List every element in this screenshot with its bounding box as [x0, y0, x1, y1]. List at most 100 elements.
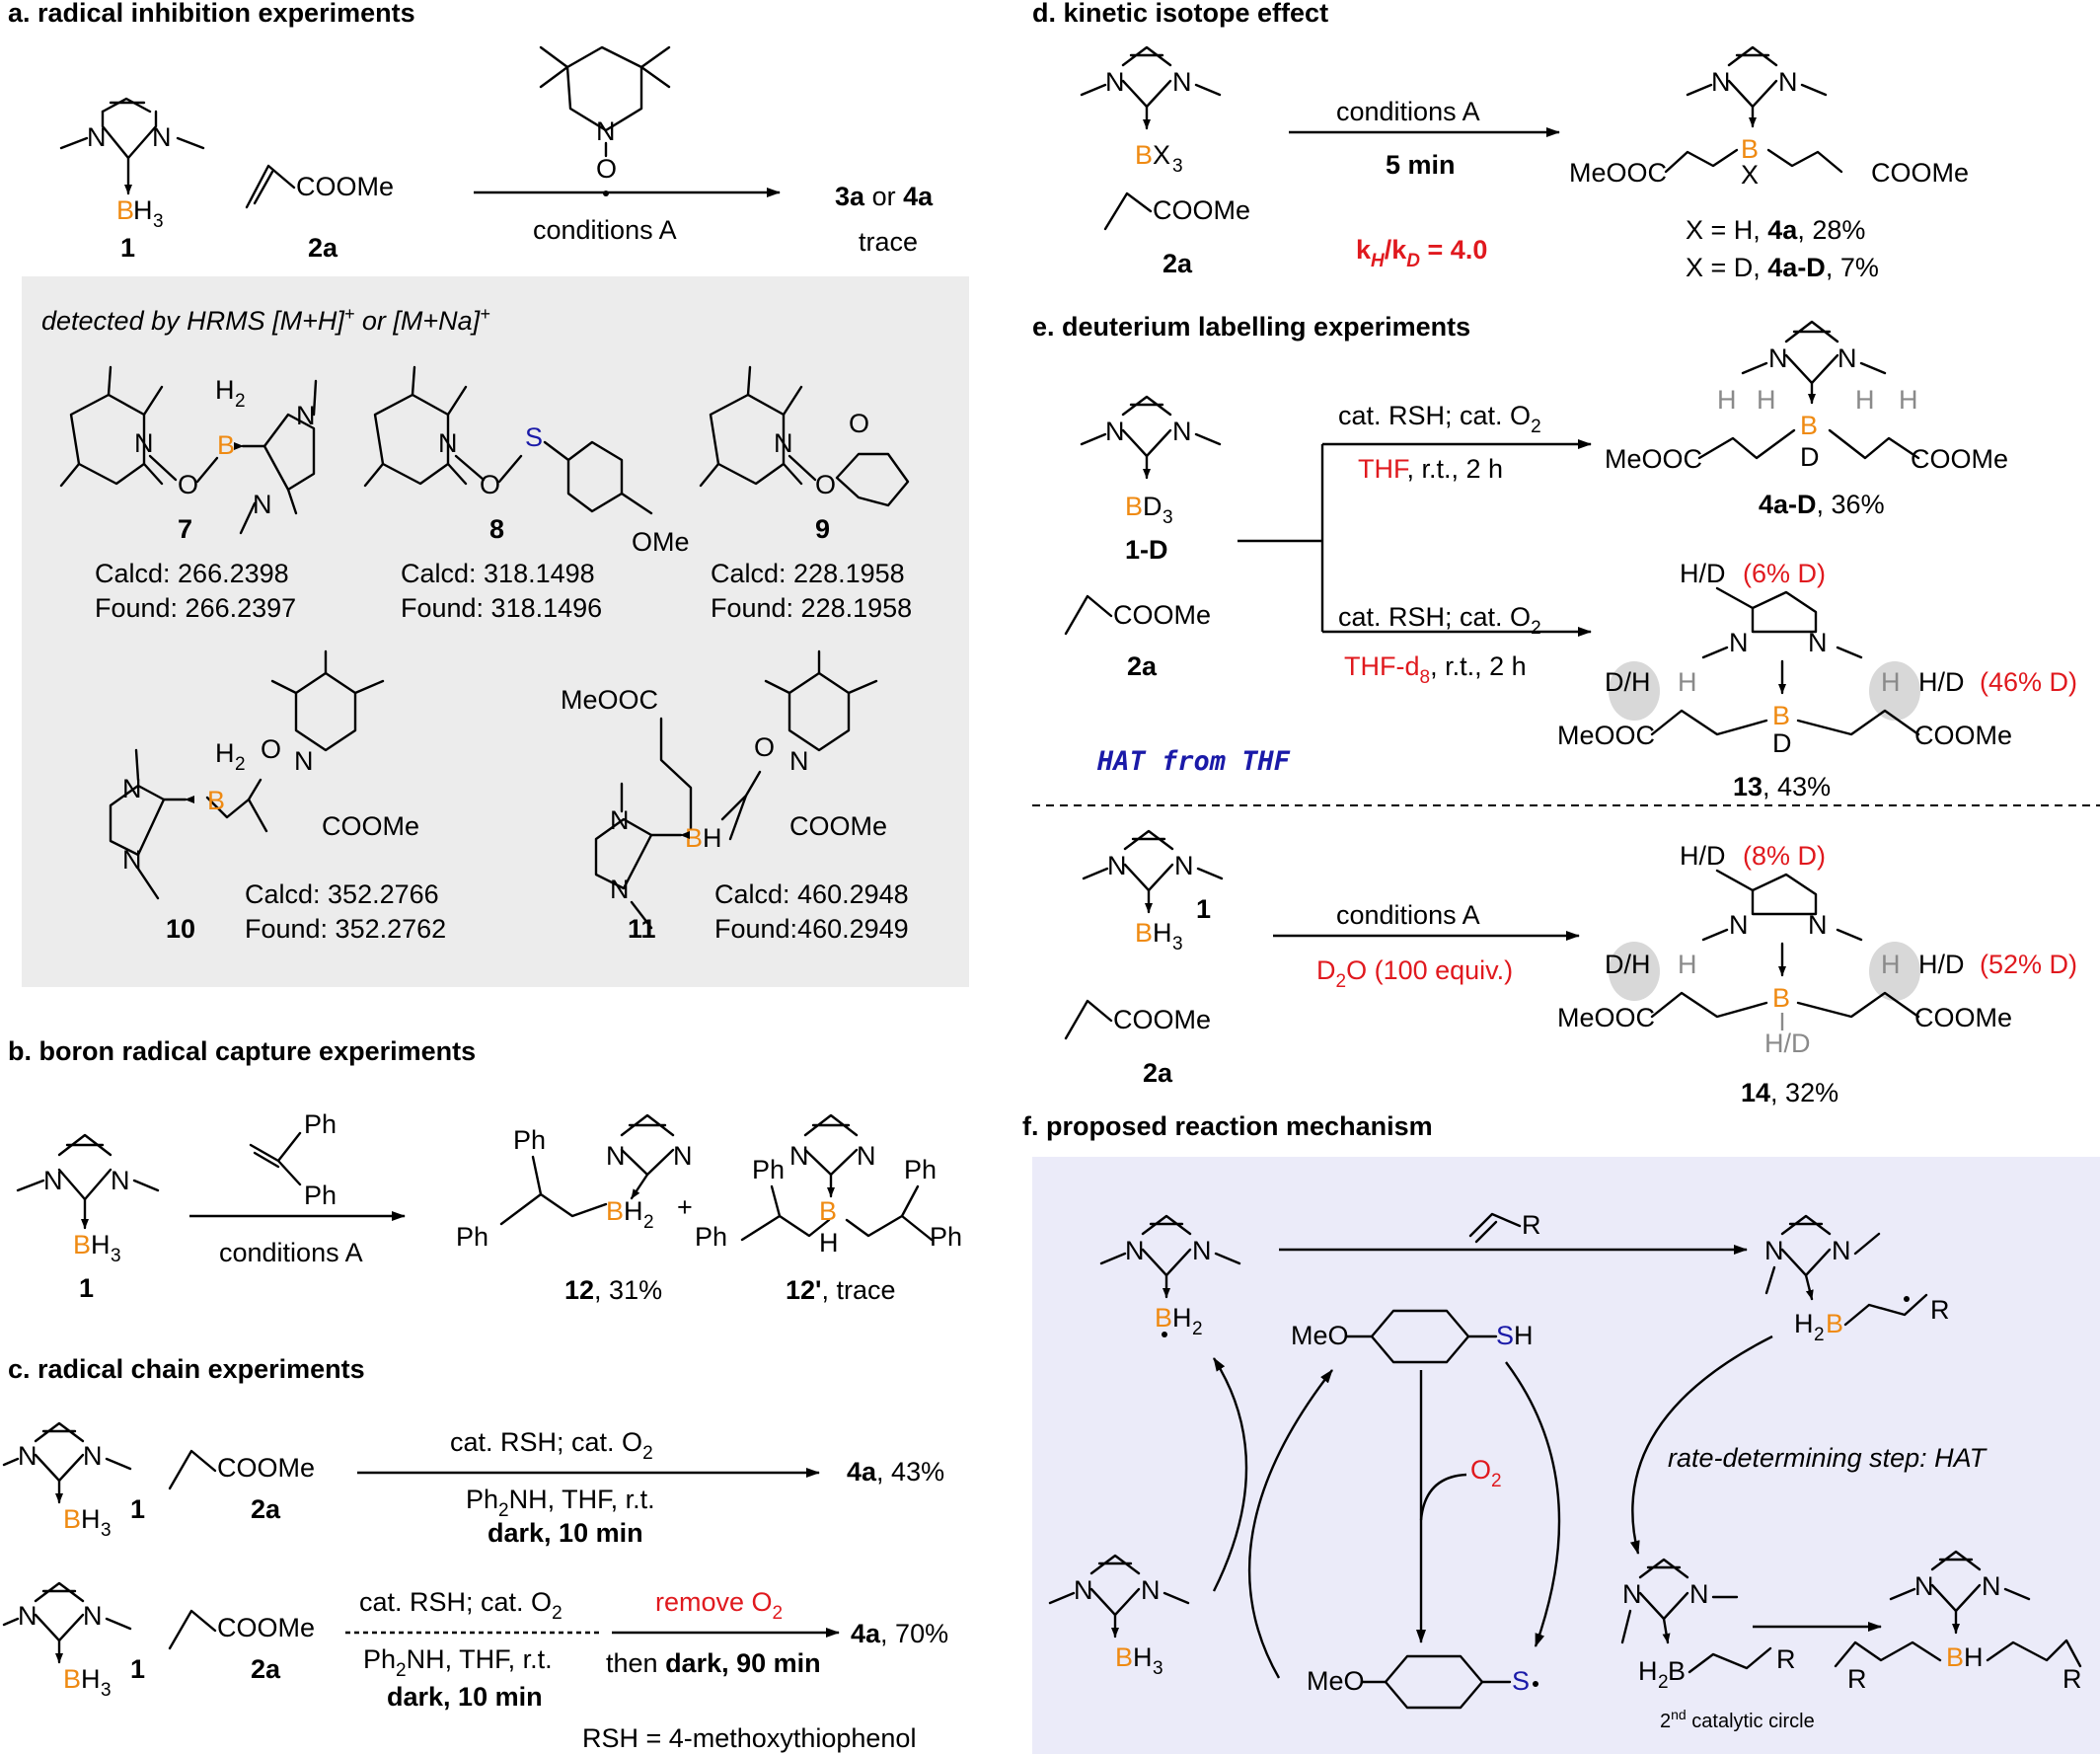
svg-text:1: 1 — [130, 1654, 145, 1684]
svg-text:S: S — [525, 422, 543, 452]
rsh-note: RSH = 4-methoxythiophenol — [582, 1723, 916, 1753]
svg-text:H: H — [1638, 1656, 1658, 1686]
svg-text:B: B — [606, 1196, 624, 1226]
svg-text:N: N — [1074, 1575, 1093, 1605]
svg-text:R: R — [1776, 1644, 1796, 1674]
svg-text:B: B — [217, 430, 235, 460]
svg-text:MeOOC: MeOOC — [561, 685, 658, 715]
svg-text:B: B — [1668, 1656, 1686, 1686]
svg-text:H: H — [215, 738, 235, 768]
svg-text:2: 2 — [1814, 1325, 1825, 1345]
svg-text:H: H — [91, 1230, 111, 1259]
svg-text:D: D — [1800, 442, 1820, 472]
svg-text:N: N — [83, 1441, 103, 1471]
svg-text:COOMe: COOMe — [1153, 195, 1250, 225]
svg-text:H/D: H/D — [1918, 950, 1965, 979]
svg-text:dark, 10 min: dark, 10 min — [387, 1682, 543, 1712]
cycle-arrow-to-rsh — [1247, 1369, 1333, 1679]
svg-text:Ph: Ph — [304, 1109, 337, 1139]
svg-text:OMe: OMe — [632, 527, 690, 557]
svg-text:Found: 266.2397: Found: 266.2397 — [95, 593, 296, 623]
svg-text:Calcd: 460.2948: Calcd: 460.2948 — [714, 879, 909, 909]
svg-text:N: N — [134, 428, 154, 458]
svg-text:2: 2 — [1192, 1319, 1203, 1339]
svg-text:H: H — [624, 1196, 643, 1226]
svg-text:S: S — [1496, 1321, 1514, 1350]
svg-text:O: O — [596, 154, 617, 184]
svg-text:COOMe: COOMe — [1113, 1005, 1211, 1034]
svg-text:H: H — [1678, 950, 1697, 979]
svg-text:(6% D): (6% D) — [1743, 559, 1826, 588]
svg-text:D/H: D/H — [1605, 950, 1651, 979]
svg-text:COOMe: COOMe — [322, 811, 419, 841]
svg-text:COOMe: COOMe — [1914, 721, 2012, 750]
svg-text:H: H — [1964, 1642, 1984, 1672]
svg-text:MeOOC: MeOOC — [1569, 158, 1667, 188]
svg-text:COOMe: COOMe — [789, 811, 887, 841]
svg-text:N: N — [111, 1166, 130, 1195]
svg-text:O: O — [178, 470, 198, 499]
svg-text:H: H — [1794, 1309, 1814, 1338]
svg-text:N: N — [122, 774, 142, 803]
svg-text:cat. RSH; cat. O2: cat. RSH; cat. O2 — [1338, 401, 1541, 437]
svg-text:H/D: H/D — [1680, 559, 1726, 588]
svg-text:COOMe: COOMe — [1113, 600, 1211, 630]
svg-text:B: B — [116, 195, 134, 225]
svg-text:2a: 2a — [1143, 1058, 1173, 1088]
svg-text:Ph2NH, THF, r.t.: Ph2NH, THF, r.t. — [363, 1644, 553, 1681]
svg-text:N: N — [294, 746, 314, 776]
svg-text:N: N — [1105, 67, 1125, 97]
svg-text:Found: 228.1958: Found: 228.1958 — [711, 593, 912, 623]
svg-text:(52% D): (52% D) — [1980, 950, 2077, 979]
svg-text:H: H — [81, 1504, 101, 1534]
compound-10: N O B H2 OMe COOMe NN 10 Calcd: 352.2766… — [109, 649, 446, 944]
svg-text:Ph: Ph — [752, 1155, 785, 1184]
svg-text:2a: 2a — [1162, 249, 1193, 278]
svg-text:N: N — [1141, 1575, 1161, 1605]
svg-text:H: H — [1514, 1321, 1534, 1350]
svg-text:H: H — [133, 195, 153, 225]
svg-text:D: D — [1143, 492, 1162, 521]
svg-text:4a-D, 36%: 4a-D, 36% — [1759, 490, 1885, 519]
svg-text:Found:460.2949: Found:460.2949 — [714, 914, 909, 944]
tempo-structure: N O — [539, 45, 671, 196]
svg-text:MeO: MeO — [1291, 1321, 1349, 1350]
svg-text:MeOOC: MeOOC — [1557, 721, 1655, 750]
svg-text:8: 8 — [489, 514, 504, 544]
svg-text:2a: 2a — [251, 1494, 281, 1524]
svg-text:Found: 352.2762: Found: 352.2762 — [245, 914, 446, 944]
svg-text:2a: 2a — [251, 1654, 281, 1684]
svg-text:2a: 2a — [308, 233, 338, 263]
svg-text:N: N — [1764, 1236, 1784, 1265]
plus-sign: + — [677, 1192, 693, 1222]
svg-text:Calcd: 352.2766: Calcd: 352.2766 — [245, 879, 439, 909]
svg-text:COOMe: COOMe — [217, 1613, 315, 1642]
svg-text:X: X — [1741, 160, 1759, 190]
second-catalytic-circle: 2nd catalytic circle — [1660, 1707, 1815, 1732]
svg-text:N: N — [296, 401, 316, 430]
svg-text:COOMe: COOMe — [1911, 444, 2008, 474]
svg-text:1-D: 1-D — [1125, 535, 1168, 565]
svg-text:H/D: H/D — [1764, 1029, 1811, 1058]
product-13: H/D (6% D) NN D/H H H . H/D (46% D) BD M… — [1557, 559, 2077, 801]
svg-text:(46% D): (46% D) — [1980, 667, 2077, 697]
svg-text:H: H — [1757, 385, 1776, 415]
svg-text:2: 2 — [235, 754, 246, 775]
svg-text:dark, 10 min: dark, 10 min — [488, 1518, 643, 1548]
svg-text:O: O — [815, 470, 836, 499]
svg-text:N: N — [1729, 628, 1749, 657]
svg-text:N: N — [1711, 67, 1731, 97]
svg-text:N: N — [1107, 851, 1127, 880]
svg-text:B: B — [1826, 1309, 1843, 1338]
compound-8: N O S OMe 8 Calcd: 318.1498 Found: 318.1… — [363, 365, 690, 623]
svg-text:B: B — [1155, 1303, 1172, 1333]
